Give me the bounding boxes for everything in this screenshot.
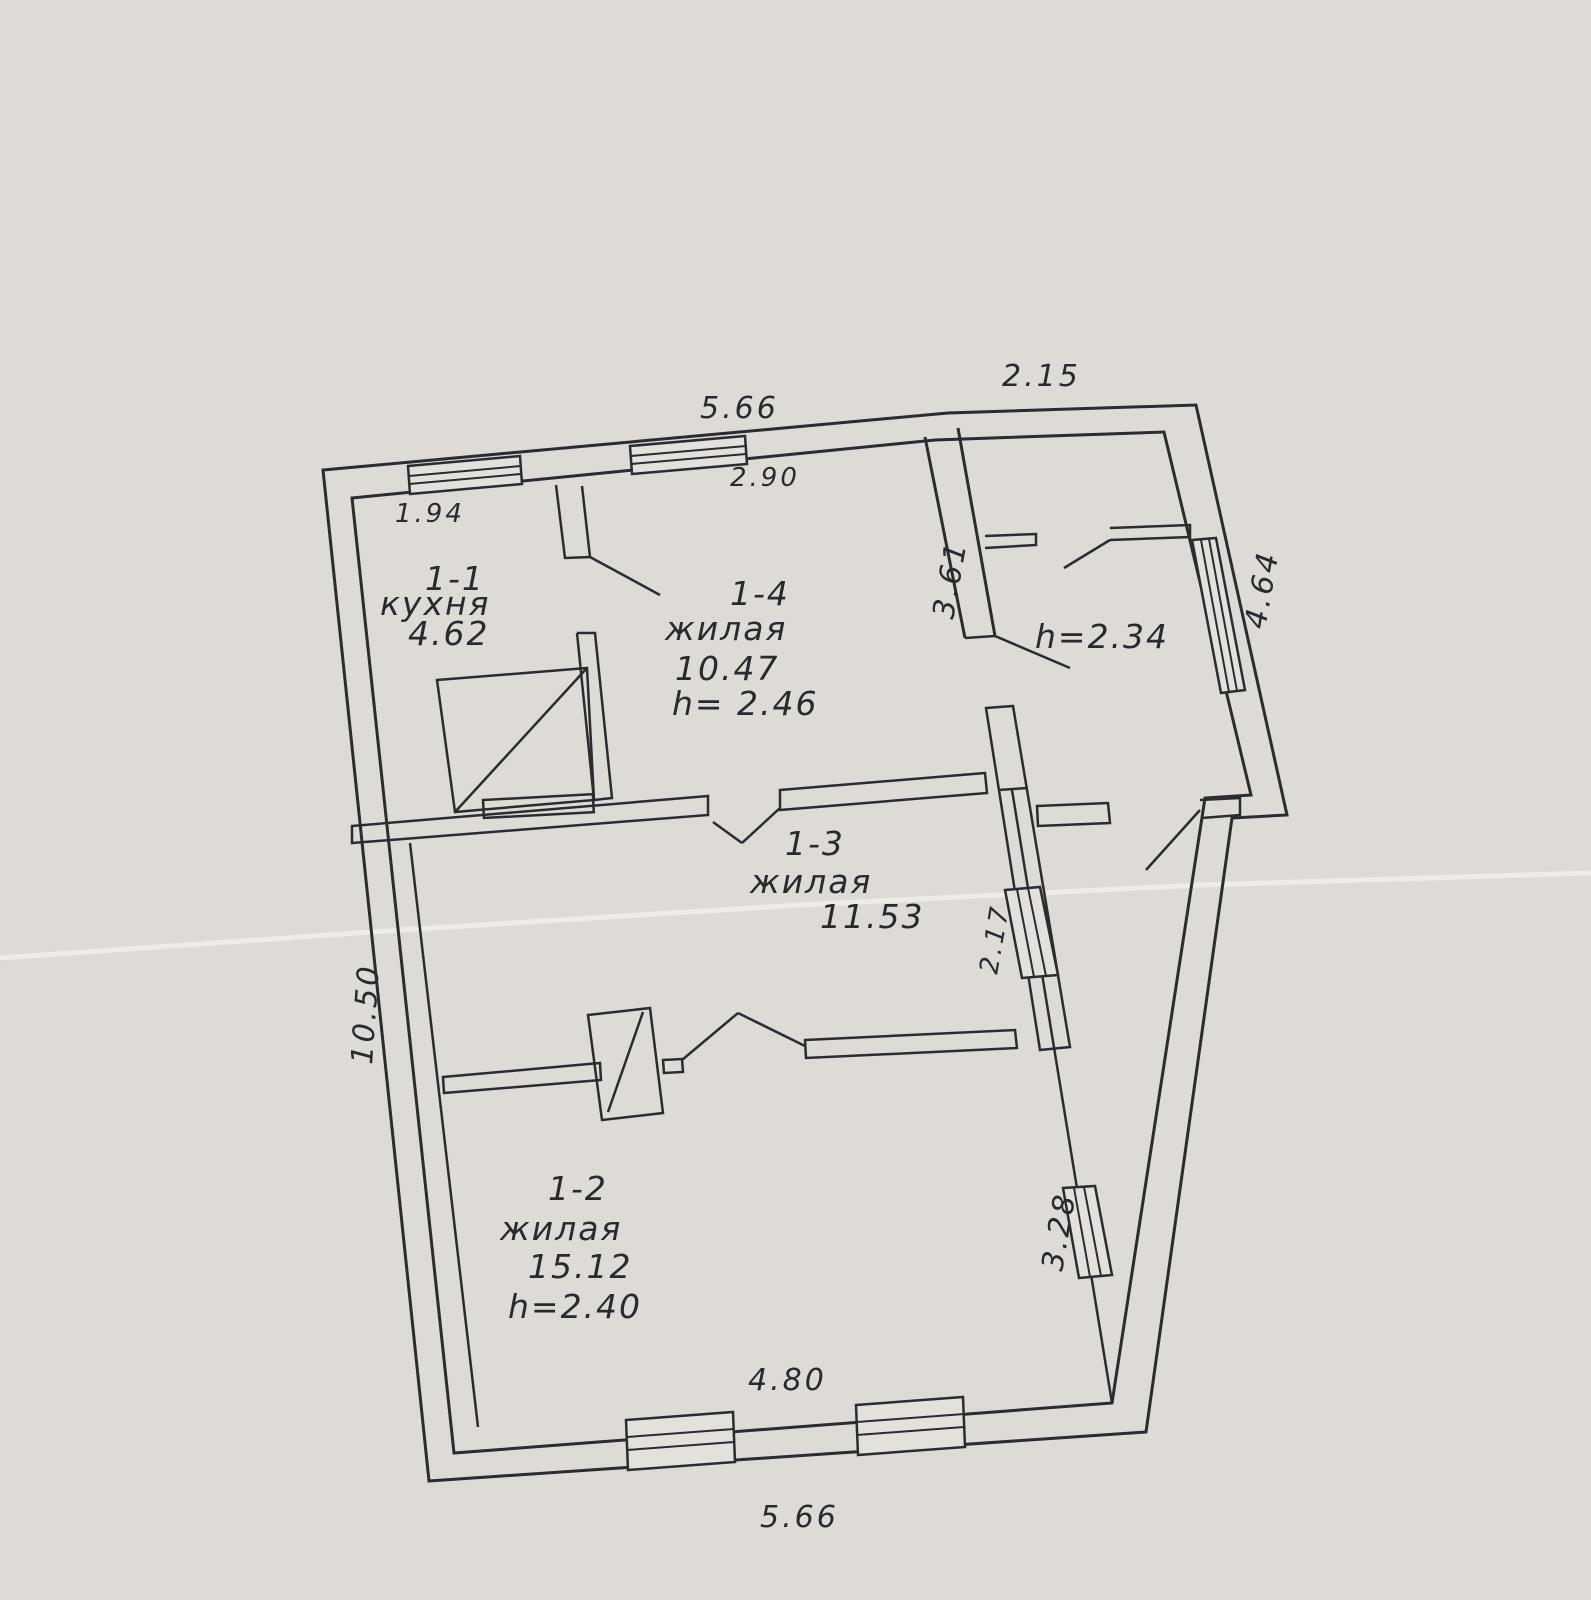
room-annex: h=2.34 [1035,617,1169,656]
inner-left-wall [408,842,480,1428]
wall-stove-right [661,1057,685,1075]
dim-room13-side: 2.17 [974,902,1016,976]
wall-room14-room13 [778,771,989,812]
stair-diagonal [454,667,588,813]
door-leaf-room13 [712,820,743,845]
annex-door-top2 [1109,523,1192,542]
annex-partition-wall-inner [956,427,997,637]
dim-bottom-overall: 5.66 [760,1500,839,1535]
window-annex-right [1190,536,1247,695]
room-height: h= 2.46 [672,684,819,723]
window-top-kitchen [406,454,524,496]
wall-kitchen-room13 [350,794,710,845]
annex-door-leaf2 [994,634,1071,670]
stove-diagonal [606,1011,645,1113]
stair-partition [575,631,614,802]
annex-partition-cap [964,634,996,640]
window-top-room14 [628,434,749,476]
door-leaf-room12-a [681,1012,739,1061]
room-1-2: 1-2 жилая 15.12 h=2.40 [499,1169,642,1326]
door-leaf-room12-b [737,1011,806,1048]
room-area: 4.62 [408,614,489,653]
outer-wall [321,403,1289,1483]
room-area: 15.12 [528,1247,632,1286]
window-bottom-right [854,1395,967,1457]
door-leaf-room13-b [741,807,781,844]
window-bottom-left [624,1410,737,1472]
room-id: 1-2 [548,1169,608,1208]
room-id: 1-3 [785,824,845,863]
kitchen-door-leaf [589,555,661,597]
annex-door-top [984,532,1038,550]
wall-room13-annex-mid [997,786,1029,792]
wall-block [481,792,596,820]
wall-room13-room12-right [803,1028,1019,1060]
stair-box [435,666,596,814]
annex-wall-stub [1035,801,1112,828]
room-1-4: 1-4 жилая 10.47 h= 2.46 [664,574,819,723]
dim-room12-width: 4.80 [748,1363,827,1398]
wall-room13-room12-left [441,1061,603,1095]
window-room12-right [1061,1184,1114,1280]
room-area: 10.47 [675,649,779,688]
dim-top-annex: 2.15 [1002,359,1081,394]
room-height: h=2.40 [508,1287,642,1326]
dim-left-length: 10.50 [345,962,387,1065]
inner-right-wall [1010,789,1114,1404]
inner-wall [350,430,1253,1455]
dim-kitchen-width: 1.94 [395,499,465,529]
dim-top-overall: 5.66 [700,391,779,426]
dim-annex-inner: 3.61 [926,538,974,622]
room-1-1: 1-1 кухня 4.62 [380,559,490,653]
annex-door-bottom [1199,796,1242,820]
room-name: жилая [749,862,872,901]
wall-room13-annex [984,704,1072,1052]
kitchen-partition [554,484,592,560]
room-name: жилая [664,609,787,648]
dim-annex-right: 4.64 [1238,548,1286,632]
room-id: 1-1 [425,559,485,598]
room-id: 1-4 [730,574,790,613]
room-area: 11.53 [820,897,924,936]
room-name: жилая [499,1209,622,1248]
room-1-3: 1-3 жилая 11.53 [749,824,924,936]
annex-partition-wall [923,436,967,639]
annex-door-leaf1 [1063,538,1111,570]
paper-crease [0,870,1591,961]
annex-door-leaf3 [1145,809,1201,871]
room-name: кухня [380,584,490,623]
stove [586,1006,665,1122]
window-room13-right [1003,885,1060,980]
room-height: h=2.34 [1035,617,1169,656]
dim-room14-width: 2.90 [730,463,800,493]
